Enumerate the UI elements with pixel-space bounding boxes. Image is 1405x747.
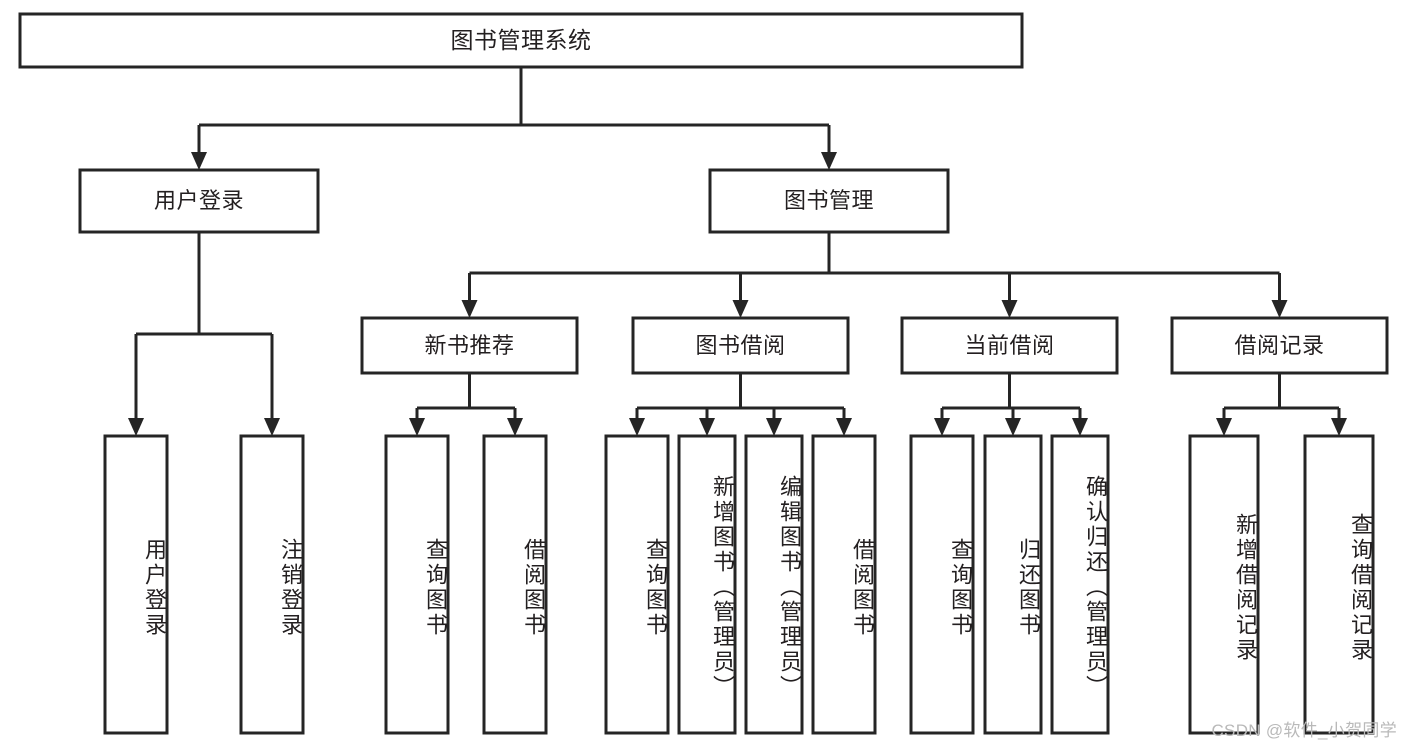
arrow-head-icon bbox=[1005, 418, 1021, 436]
arrow-head-icon bbox=[128, 418, 144, 436]
node-box-new-book-recommend[interactable] bbox=[360, 316, 579, 375]
node-boxes bbox=[18, 12, 1389, 735]
arrow-head-icon bbox=[1072, 418, 1088, 436]
node-box-leaf-edit-book[interactable] bbox=[744, 434, 804, 735]
node-box-book-borrow[interactable] bbox=[631, 316, 850, 375]
arrow-head-icon bbox=[1001, 300, 1018, 318]
arrow-head-icon bbox=[1331, 418, 1347, 436]
node-box-borrow-record[interactable] bbox=[1170, 316, 1389, 375]
arrow-head-icon bbox=[766, 418, 782, 436]
node-box-book-management[interactable] bbox=[708, 168, 950, 234]
node-box-leaf-query-book-2[interactable] bbox=[604, 434, 670, 735]
arrow-head-icon bbox=[699, 418, 715, 436]
arrow-head-icon bbox=[409, 418, 425, 436]
node-box-current-borrow[interactable] bbox=[900, 316, 1119, 375]
node-box-leaf-borrow-book-2[interactable] bbox=[811, 434, 877, 735]
node-box-leaf-confirm-return[interactable] bbox=[1050, 434, 1110, 735]
arrow-head-icon bbox=[836, 418, 852, 436]
node-box-leaf-add-book[interactable] bbox=[677, 434, 737, 735]
connector-lines bbox=[128, 67, 1347, 436]
node-box-leaf-query-record[interactable] bbox=[1303, 434, 1375, 735]
arrow-head-icon bbox=[461, 300, 478, 318]
arrow-head-icon bbox=[1216, 418, 1232, 436]
node-box-root[interactable] bbox=[18, 12, 1024, 69]
arrow-head-icon bbox=[732, 300, 749, 318]
arrow-head-icon bbox=[1271, 300, 1288, 318]
node-box-leaf-logout[interactable] bbox=[239, 434, 305, 735]
arrow-head-icon bbox=[264, 418, 280, 436]
arrow-head-icon bbox=[934, 418, 950, 436]
arrow-head-icon bbox=[629, 418, 645, 436]
node-box-leaf-query-book-3[interactable] bbox=[909, 434, 975, 735]
arrow-head-icon bbox=[507, 418, 523, 436]
arrow-head-icon bbox=[821, 152, 837, 170]
node-box-leaf-borrow-book-1[interactable] bbox=[482, 434, 548, 735]
node-box-user-login[interactable] bbox=[78, 168, 320, 234]
arrow-head-icon bbox=[191, 152, 207, 170]
node-box-leaf-add-record[interactable] bbox=[1188, 434, 1260, 735]
node-box-leaf-return-book[interactable] bbox=[983, 434, 1043, 735]
node-box-leaf-user-login[interactable] bbox=[103, 434, 169, 735]
node-box-leaf-query-book-1[interactable] bbox=[384, 434, 450, 735]
